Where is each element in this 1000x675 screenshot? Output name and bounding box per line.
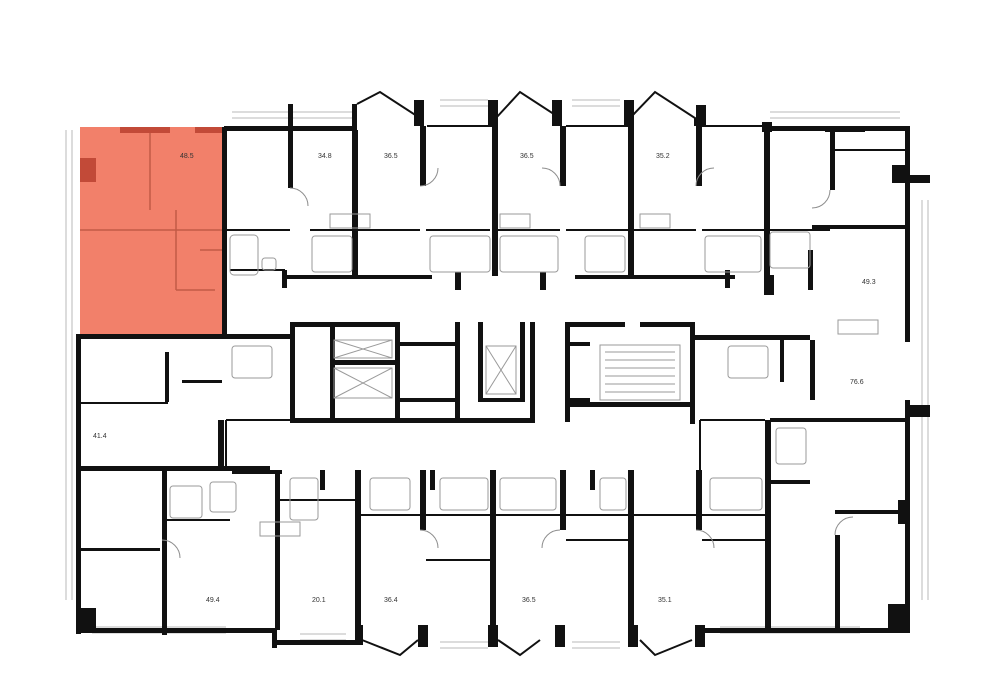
area-labels: 48.5 34.8 36.5 36.5 35.2 49.3 41.4 76.6 … [93,153,876,604]
area-label-41-4: 41.4 [93,433,107,440]
area-label-36-5-a: 36.5 [384,153,398,160]
area-label-76-6: 76.6 [850,379,864,386]
facade-windows [65,99,929,649]
area-label-48-5: 48.5 [180,153,194,160]
area-label-36-5-b: 36.5 [520,153,534,160]
area-label-35-2: 35.2 [656,153,670,160]
area-label-49-3: 49.3 [862,279,876,286]
area-label-20-1: 20.1 [312,597,326,604]
area-label-36-5-c: 36.5 [522,597,536,604]
interior-walls [80,126,910,635]
apartment-48-5[interactable] [80,127,223,334]
area-label-34-8: 34.8 [318,153,332,160]
area-label-49-4: 49.4 [206,597,220,604]
doors [161,167,854,559]
area-label-36-4: 36.4 [384,597,398,604]
area-label-35-1: 35.1 [658,597,672,604]
partitions [79,149,905,630]
fixtures [169,213,879,537]
